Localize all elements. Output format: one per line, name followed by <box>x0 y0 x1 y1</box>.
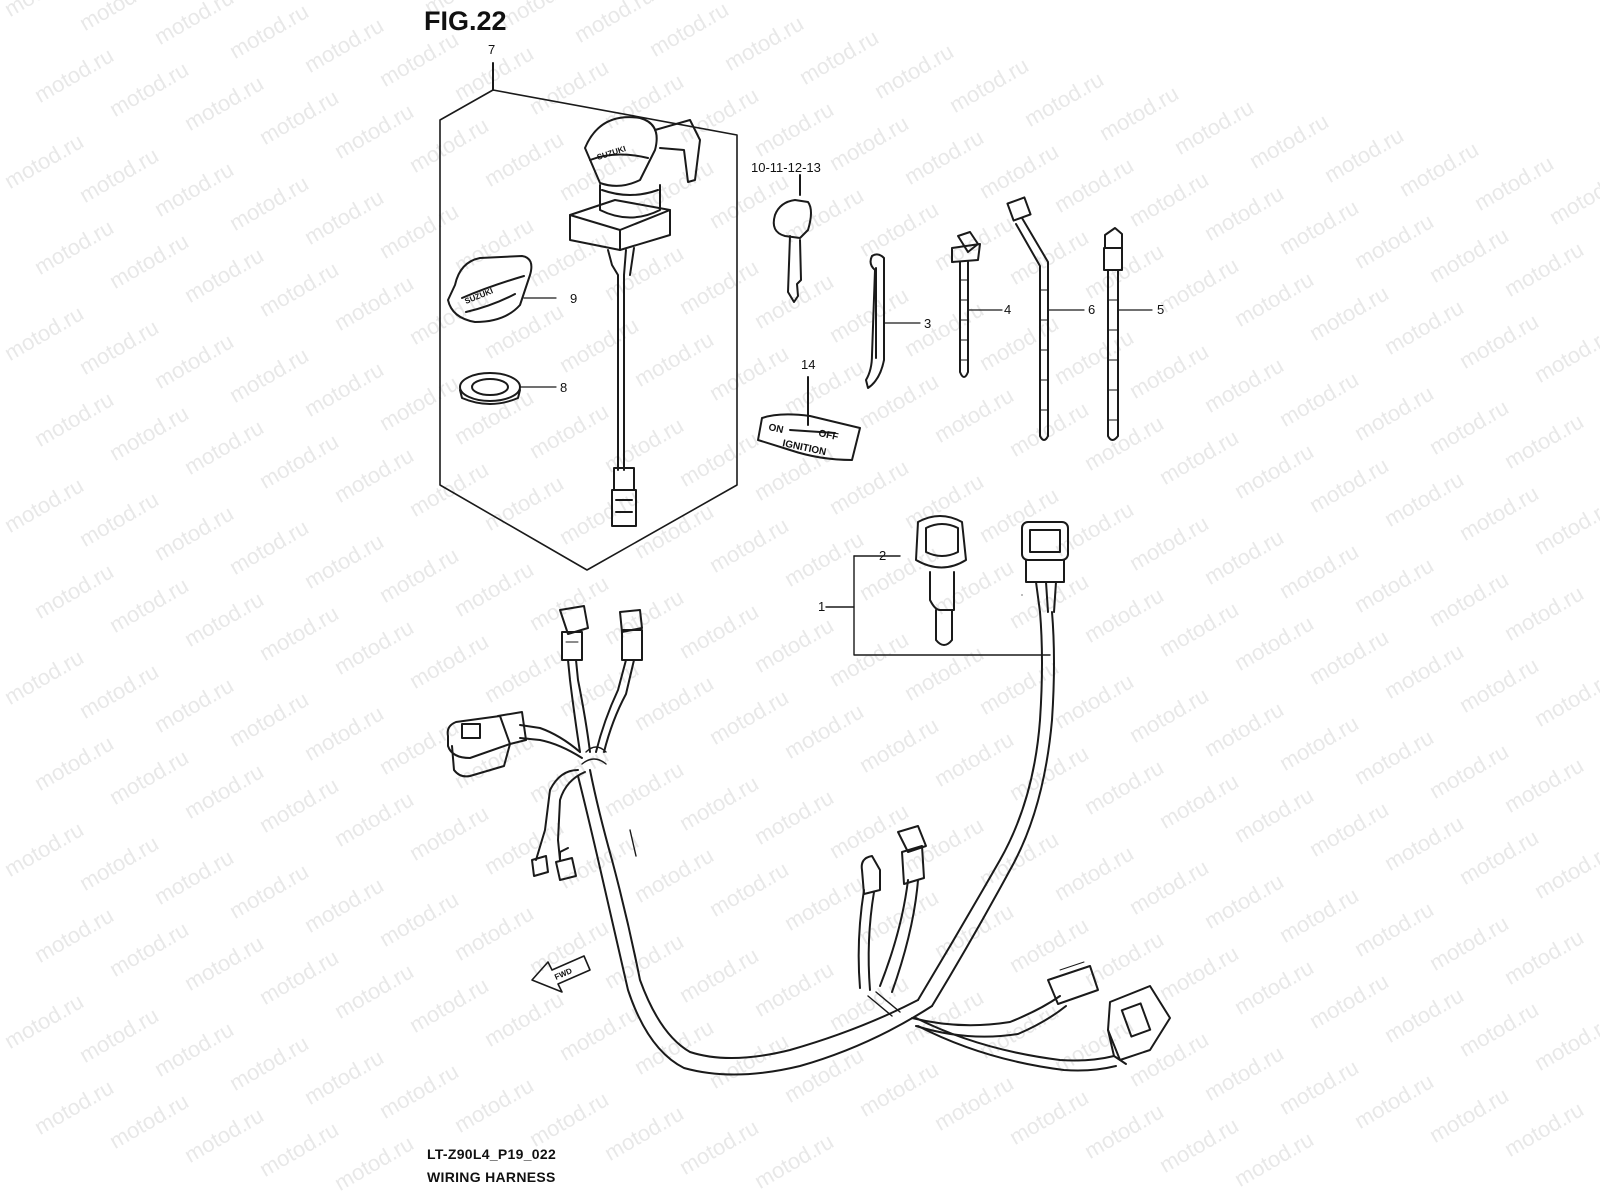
spare-key <box>772 174 812 303</box>
ignition-switch <box>569 116 701 527</box>
key-brand-label: SUZUKI <box>596 144 627 162</box>
tie-band-clip <box>951 231 981 378</box>
figure-code: LT-Z90L4_P19_022 <box>427 1146 557 1162</box>
tie-band <box>1103 227 1123 441</box>
plate-off-label: OFF <box>817 428 839 443</box>
callout-3: 3 <box>924 316 932 331</box>
fwd-arrow <box>531 955 591 993</box>
middle-connector <box>897 825 927 885</box>
figure-caption: WIRING HARNESS <box>427 1169 556 1185</box>
callout-1: 1 <box>818 599 826 614</box>
branch-connector-b <box>619 609 643 661</box>
right-connector-lower <box>1107 985 1171 1065</box>
switch-cap <box>447 255 533 323</box>
callout-4: 4 <box>1004 302 1012 317</box>
middle-connector-small <box>860 855 881 895</box>
cap-brand-label: SUZUKI <box>463 286 494 306</box>
connector-boot <box>915 515 967 646</box>
callout-9: 9 <box>570 291 578 306</box>
ignition-switch-group-box <box>439 62 738 571</box>
terminal-pair-left <box>531 847 577 881</box>
branch-connector-a <box>559 605 589 661</box>
lock-nut <box>459 372 521 405</box>
middle-branch-wires <box>857 879 919 993</box>
clamp <box>865 253 885 389</box>
plate-on-label: ON <box>767 422 784 436</box>
callout-6: 6 <box>1088 302 1096 317</box>
right-branch-wires <box>911 995 1117 1072</box>
left-branch-wires <box>519 659 635 861</box>
harness-assembly-bracket <box>825 555 1051 656</box>
callout-5: 5 <box>1157 302 1165 317</box>
callout-10-13: 10-11-12-13 <box>751 160 821 175</box>
callout-2: 2 <box>879 548 887 563</box>
long-tie-band <box>1006 196 1049 441</box>
callout-8: 8 <box>560 380 568 395</box>
ignition-plate <box>757 376 861 461</box>
coupler-connector-left <box>446 711 527 778</box>
figure-title: FIG.22 <box>424 6 507 36</box>
right-connector-upper <box>1047 961 1099 1005</box>
main-harness-connector <box>1021 521 1069 613</box>
main-harness-trunk <box>577 611 1055 1076</box>
callout-7: 7 <box>488 42 496 57</box>
callout-14: 14 <box>801 357 816 372</box>
callout-leaders <box>519 297 1153 596</box>
